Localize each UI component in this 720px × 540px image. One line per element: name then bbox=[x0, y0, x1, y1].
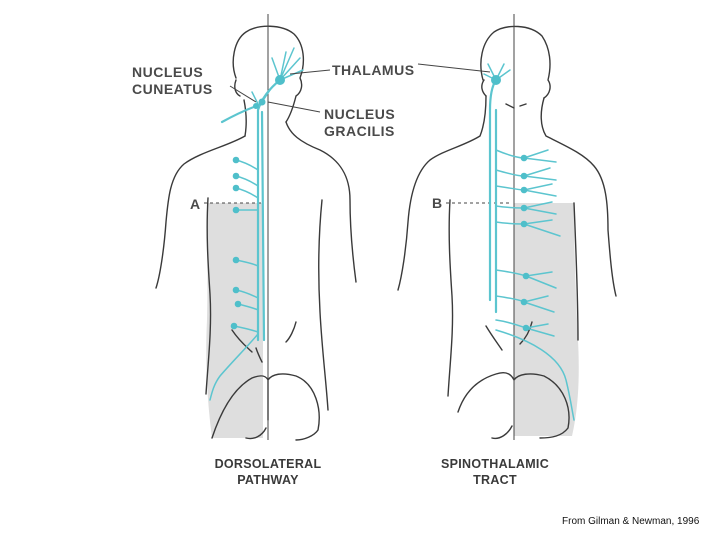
right-torso-outline bbox=[397, 95, 617, 397]
left-dot-7 bbox=[234, 300, 242, 308]
right-dot-8 bbox=[522, 324, 530, 332]
left-dot-6 bbox=[232, 286, 240, 294]
left-head-outline bbox=[232, 25, 305, 123]
left-lower-back-creases bbox=[231, 321, 297, 363]
right-dot-7 bbox=[520, 298, 528, 306]
left-neck-left bbox=[234, 79, 247, 137]
left-dot-8 bbox=[230, 322, 238, 330]
source-credit: From Gilman & Newman, 1996 bbox=[562, 516, 700, 527]
dorsolateral-nerve-pathway bbox=[209, 47, 304, 401]
leader-thalamus bbox=[289, 69, 331, 75]
left-dot-3 bbox=[232, 184, 240, 192]
leader-nucleus-gracilis bbox=[267, 101, 321, 113]
thalamus-node bbox=[275, 75, 285, 85]
leader-thalamus-right bbox=[417, 63, 491, 73]
caption-right-line2: TRACT bbox=[473, 473, 517, 487]
label-nucleus-gracilis-line1: NUCLEUS bbox=[324, 106, 395, 122]
caption-right-line1: SPINOTHALAMIC bbox=[441, 457, 549, 471]
label-level-b: B bbox=[432, 195, 443, 211]
right-dot-6 bbox=[522, 272, 530, 280]
left-torso-outline bbox=[155, 121, 357, 411]
label-level-a: A bbox=[190, 196, 201, 212]
label-thalamus: THALAMUS bbox=[332, 62, 415, 78]
left-buttocks-outline bbox=[211, 373, 320, 441]
right-head-outline bbox=[480, 25, 551, 99]
label-nucleus-cuneatus-line1: NUCLEUS bbox=[132, 64, 203, 80]
right-dot-2 bbox=[520, 172, 528, 180]
right-face-details bbox=[505, 103, 527, 109]
nucleus-cuneatus-node bbox=[253, 103, 259, 109]
leader-nucleus-cuneatus bbox=[229, 85, 257, 103]
left-body-figure bbox=[155, 14, 357, 441]
left-dot-1 bbox=[232, 156, 240, 164]
left-dot-2 bbox=[232, 172, 240, 180]
label-nucleus-cuneatus-line2: CUNEATUS bbox=[132, 81, 213, 97]
left-dot-5 bbox=[232, 256, 240, 264]
left-shaded-region bbox=[206, 203, 263, 438]
right-body-figure bbox=[397, 14, 617, 440]
nucleus-gracilis-node bbox=[258, 98, 266, 106]
right-lower-back-creases bbox=[485, 321, 533, 351]
right-thalamus-node bbox=[491, 75, 501, 85]
caption-left-line1: DORSOLATERAL bbox=[215, 457, 322, 471]
right-buttocks-outline bbox=[457, 371, 570, 440]
spinothalamic-nerve-pathway bbox=[483, 63, 575, 421]
right-dot-5 bbox=[520, 220, 528, 228]
left-dot-4 bbox=[232, 206, 240, 214]
right-dot-3 bbox=[520, 186, 528, 194]
label-nucleus-gracilis-line2: GRACILIS bbox=[324, 123, 395, 139]
caption-left-line2: PATHWAY bbox=[237, 473, 299, 487]
right-dot-4 bbox=[520, 204, 528, 212]
right-shaded-region bbox=[514, 203, 579, 436]
right-dot-1 bbox=[520, 154, 528, 162]
